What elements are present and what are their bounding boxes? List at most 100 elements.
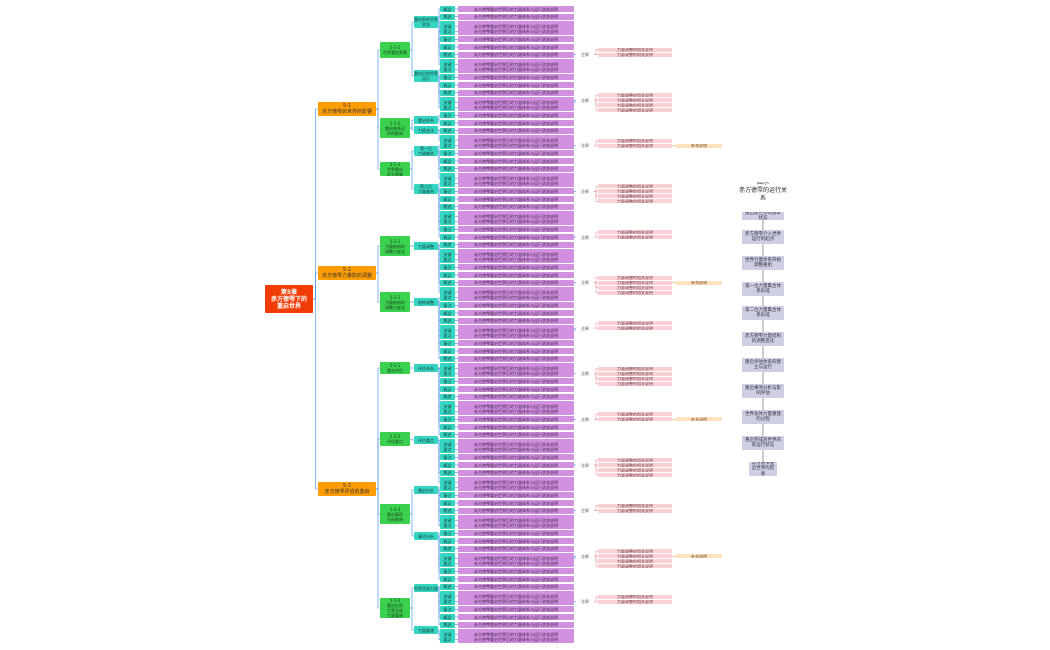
leaf-tag[interactable]: 概念 [440, 576, 455, 582]
leaf-tag[interactable]: 关键 [440, 591, 455, 602]
leaf-text[interactable]: 赤方徳雫重启世界后的力量体系与运行状态说明 [458, 492, 574, 499]
note-item[interactable]: 力量调整的相关说明 [598, 275, 672, 280]
note-item[interactable]: 力量调整的相关说明 [598, 564, 672, 569]
leaf-text[interactable]: 赤方徳雫重启世界后的力量体系与运行状态说明 [458, 545, 574, 552]
leaf-text[interactable]: 赤方徳雫重启世界后的力量体系与运行状态说明 [458, 89, 574, 96]
leaf-text[interactable]: 赤方徳雫重启世界后的力量体系与运行状态说明 [458, 386, 574, 392]
leaf-text[interactable]: 赤方徳雫重启世界后的力量体系与运行状态说明 [458, 66, 574, 73]
flow-step[interactable]: 重启评估体系的建立与运行 [742, 358, 784, 372]
subsection-node[interactable]: 5-3-2 评估重点 [380, 432, 410, 446]
topic-node[interactable]: 力量变化 [414, 126, 438, 134]
leaf-tag[interactable]: 备注 [440, 150, 455, 157]
leaf-tag[interactable]: 概述 [440, 545, 455, 552]
leaf-tag[interactable]: 备注 [440, 606, 455, 613]
leaf-tag[interactable]: 概念 [440, 158, 455, 164]
note-item[interactable]: 力量调整的相关说明 [598, 549, 672, 554]
leaf-tag[interactable]: 要点 [440, 28, 455, 35]
leaf-tag[interactable]: 关键 [440, 21, 455, 32]
leaf-tag[interactable]: 要点 [440, 66, 455, 73]
leaf-tag[interactable]: 概念 [440, 44, 455, 50]
note-item[interactable]: 力量调整的相关说明 [598, 508, 672, 513]
leaf-text[interactable]: 赤方徳雫重启世界后的力量体系与运行状态说明 [458, 165, 574, 172]
leaf-tag[interactable]: 要点 [440, 560, 455, 567]
leaf-tag[interactable]: 概述 [440, 89, 455, 96]
note-tag[interactable]: 注释 [576, 279, 594, 286]
leaf-text[interactable]: 赤方徳雫重启世界后的力量体系与运行状态说明 [458, 614, 574, 620]
leaf-text[interactable]: 赤方徳雫重启世界后的力量体系与运行状态说明 [458, 264, 574, 271]
leaf-text[interactable]: 赤方徳雫重启世界后的力量体系与运行状态说明 [458, 158, 574, 164]
leaf-tag[interactable]: 关键 [440, 515, 455, 526]
note-tag[interactable]: 注释 [576, 188, 594, 195]
leaf-text[interactable]: 赤方徳雫重启世界后的力量体系与运行状态说明 [458, 507, 574, 514]
leaf-tag[interactable]: 概述 [440, 165, 455, 172]
topic-node[interactable]: 重启体系 [414, 116, 438, 124]
note-item[interactable]: 力量调整的相关说明 [598, 199, 672, 204]
note-tag[interactable]: 注释 [576, 370, 594, 377]
note-tag[interactable]: 注释 [576, 142, 594, 149]
leaf-tag[interactable]: 要点 [440, 256, 455, 263]
leaf-text[interactable]: 赤方徳雫重启世界后的力量体系与运行状态说明 [458, 104, 574, 111]
leaf-text[interactable]: 赤方徳雫重启世界后的力量体系与运行状态说明 [458, 36, 574, 43]
note-item[interactable]: 力量调整的相关说明 [598, 189, 672, 194]
note-item[interactable]: 力量调整的相关说明 [598, 371, 672, 376]
note-item[interactable]: 力量调整的相关说明 [598, 599, 672, 604]
note-item[interactable]: 力量调整的相关说明 [598, 463, 672, 467]
leaf-text[interactable]: 赤方徳雫重启世界后的力量体系与运行状态说明 [458, 310, 574, 316]
root-node[interactable]: 第5章 赤方徳雫下的 重启世界 [265, 285, 313, 313]
leaf-text[interactable]: 赤方徳雫重启世界后的力量体系与运行状态说明 [458, 408, 574, 415]
leaf-text[interactable]: 赤方徳雫重启世界后的力量体系与运行状态说明 [458, 6, 574, 12]
note-tag[interactable]: 注释 [576, 97, 594, 104]
note-item[interactable]: 力量调整的相关说明 [598, 98, 672, 103]
leaf-text[interactable]: 赤方徳雫重启世界后的力量体系与运行状态说明 [458, 188, 574, 195]
leaf-text[interactable]: 赤方徳雫重启世界后的力量体系与运行状态说明 [458, 416, 574, 423]
leaf-tag[interactable]: 备注 [440, 530, 455, 537]
leaf-text[interactable]: 赤方徳雫重启世界后的力量体系与运行状态说明 [458, 325, 574, 336]
leaf-text[interactable]: 赤方徳雫重启世界后的力量体系与运行状态说明 [458, 249, 574, 260]
leaf-tag[interactable]: 概述 [440, 355, 455, 362]
leaf-text[interactable]: 赤方徳雫重启世界后的力量体系与运行状态说明 [458, 97, 574, 108]
leaf-text[interactable]: 赤方徳雫重启世界后的力量体系与运行状态说明 [458, 234, 574, 240]
note-item[interactable]: 力量调整的相关说明 [598, 280, 672, 285]
leaf-text[interactable]: 赤方徳雫重启世界后的力量体系与运行状态说明 [458, 370, 574, 377]
note-item[interactable]: 力量调整的相关说明 [598, 138, 672, 143]
leaf-text[interactable]: 赤方徳雫重启世界后的力量体系与运行状态说明 [458, 13, 574, 20]
leaf-text[interactable]: 赤方徳雫重启世界后的力量体系与运行状态说明 [458, 515, 574, 526]
leaf-text[interactable]: 赤方徳雫重启世界后的力量体系与运行状态说明 [458, 74, 574, 81]
note-item[interactable]: 力量调整的相关说明 [598, 108, 672, 113]
note-item[interactable]: 力量调整的相关说明 [598, 285, 672, 290]
leaf-text[interactable]: 赤方徳雫重启世界后的力量体系与运行状态说明 [458, 218, 574, 225]
section-node[interactable]: 5-2 赤方徳雫力量影的调整 [318, 266, 376, 280]
leaf-tag[interactable]: 备注 [440, 188, 455, 195]
leaf-tag[interactable]: 要点 [440, 332, 455, 339]
subsection-node[interactable]: 5-3-3 重启事项 分析影响 [380, 504, 410, 524]
leaf-tag[interactable]: 概念 [440, 614, 455, 620]
topic-node[interactable]: 重启后的世界运行 [414, 70, 438, 82]
topic-node[interactable]: 事项分析 [414, 532, 438, 540]
leaf-tag[interactable]: 要点 [440, 636, 455, 643]
note-item[interactable]: 力量调整的相关说明 [598, 458, 672, 462]
note-item[interactable]: 力量调整的相关说明 [598, 412, 672, 417]
leaf-tag[interactable]: 备注 [440, 568, 455, 575]
flow-step[interactable]: 重启事项分析与影响评估 [742, 384, 784, 398]
leaf-text[interactable]: 赤方徳雫重启世界后的力量体系与运行状态说明 [458, 363, 574, 374]
flow-step[interactable]: 第一位力量集合体系形成 [742, 282, 784, 296]
note-item[interactable]: 力量调整的相关说明 [598, 93, 672, 98]
note-item[interactable]: 力量调整的相关说明 [598, 376, 672, 381]
leaf-text[interactable]: 赤方徳雫重启世界后的力量体系与运行状态说明 [458, 332, 574, 339]
leaf-tag[interactable]: 概述 [440, 507, 455, 514]
leaf-tag[interactable]: 备注 [440, 340, 455, 347]
leaf-tag[interactable]: 概述 [440, 317, 455, 324]
flow-step[interactable]: 世界总体力量重建的过程 [742, 410, 784, 424]
note-item[interactable]: 力量调整的相关说明 [598, 194, 672, 199]
leaf-text[interactable]: 赤方徳雫重启世界后的力量体系与运行状态说明 [458, 378, 574, 385]
leaf-text[interactable]: 赤方徳雫重启世界后的力量体系与运行状态说明 [458, 598, 574, 605]
flow-step[interactable]: 重启完成后世界的新运行状态 [742, 436, 784, 450]
leaf-text[interactable]: 赤方徳雫重启世界后的力量体系与运行状态说明 [458, 317, 574, 324]
leaf-text[interactable]: 赤方徳雫重启世界后的力量体系与运行状态说明 [458, 256, 574, 263]
leaf-tag[interactable]: 关键 [440, 97, 455, 108]
leaf-tag[interactable]: 要点 [440, 180, 455, 187]
leaf-text[interactable]: 赤方徳雫重启世界后的力量体系与运行状态说明 [458, 424, 574, 430]
section-node[interactable]: 5-3 赤方徳雫评估的重启 [318, 482, 376, 496]
leaf-tag[interactable]: 概念 [440, 348, 455, 354]
flow-step[interactable]: 赤方徳雫介入世界运行的起点 [742, 230, 784, 244]
